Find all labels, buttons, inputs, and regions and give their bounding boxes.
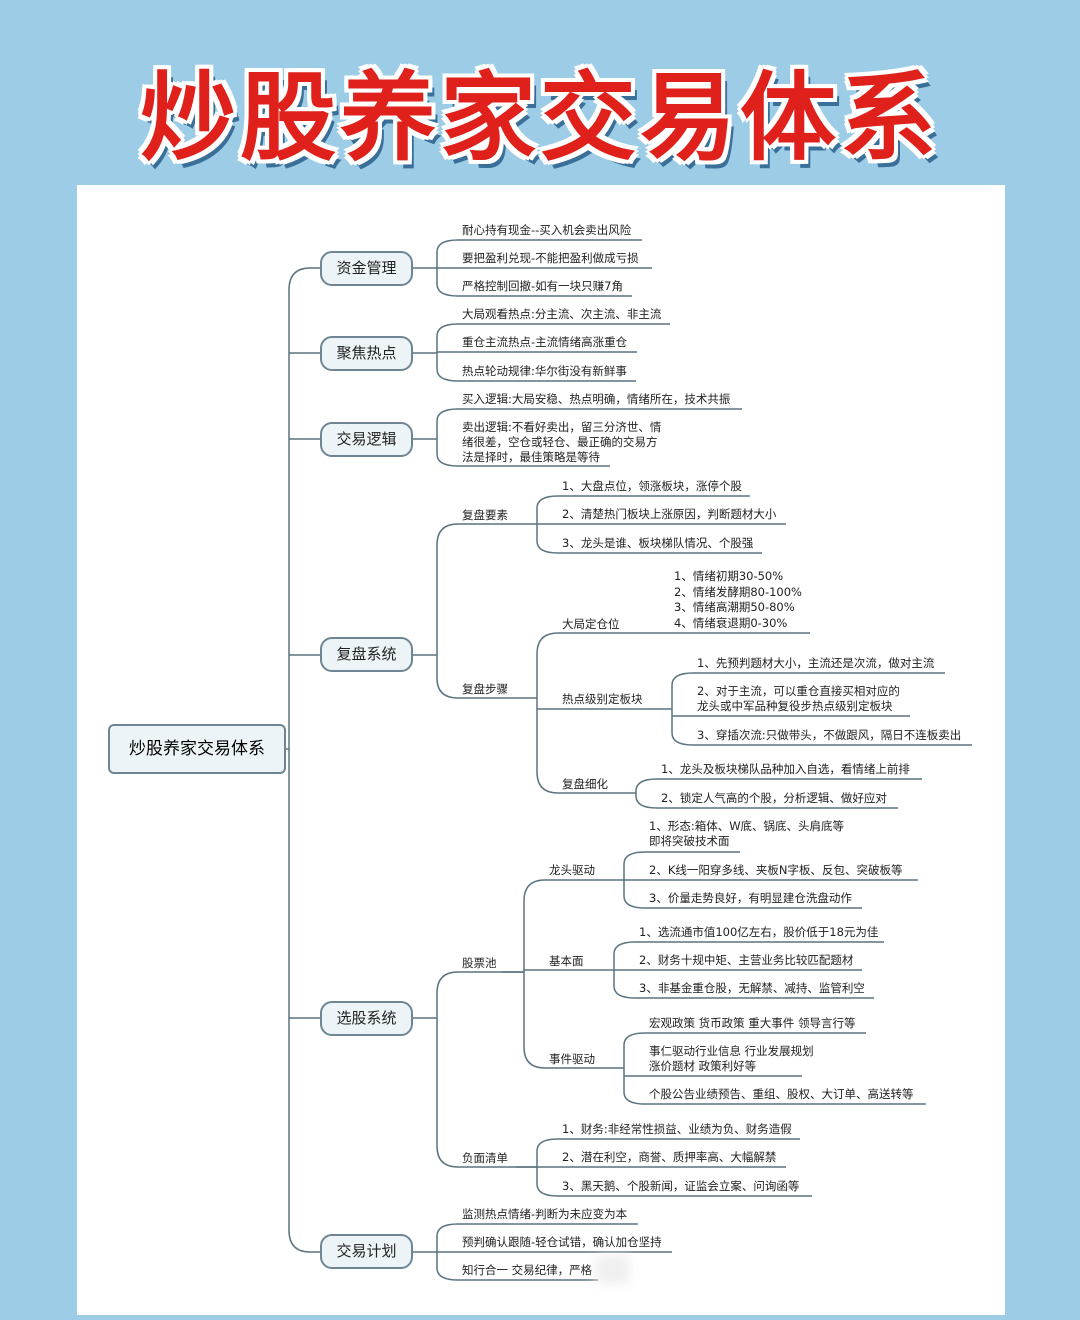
event-item: 事仁驱动行业信息 行业发展规划 — [649, 1044, 814, 1058]
pick-negative: 负面清单 — [462, 1151, 508, 1165]
plan-item: 监测热点情绪-判断为未应变为本 — [462, 1207, 628, 1221]
fundamental-item: 2、财务十规中矩、主营业务比较匹配题材 — [639, 953, 854, 967]
negative-item: 1、财务:非经常性损益、业绩为负、财务造假 — [562, 1122, 792, 1136]
node-funds: 资金管理 — [320, 251, 413, 286]
fundamental-item: 3、非基金重仓股，无解禁、减持、监管利空 — [639, 981, 865, 995]
node-plan: 交易计划 — [320, 1234, 413, 1269]
logic-item: 卖出逻辑:不看好卖出，留三分济世、情 — [462, 420, 662, 434]
hotspot-item: 大局观看热点:分主流、次主流、非主流 — [462, 307, 662, 321]
funds-item: 耐心持有现金--买入机会卖出风险 — [462, 223, 632, 237]
detail-item: 2、锁定人气高的个股，分析逻辑、做好应对 — [661, 791, 887, 805]
pool-event: 事件驱动 — [549, 1052, 595, 1066]
fundamental-item: 1、选流通市值100亿左右，股价低于18元为佳 — [639, 925, 879, 939]
review-detail: 复盘细化 — [562, 777, 608, 791]
blurred-patch — [596, 1256, 630, 1284]
leader-item: 即将突破技术面 — [649, 834, 730, 848]
level-item: 龙头或中军品种复役步热点级别定板块 — [697, 699, 893, 713]
review-elements-item: 2、清楚热门板块上涨原因，判断题材大小 — [562, 507, 777, 521]
node-hotspot: 聚焦热点 — [320, 336, 413, 371]
leader-item: 1、形态:箱体、W底、锅底、头肩底等 — [649, 819, 845, 833]
node-logic: 交易逻辑 — [320, 422, 413, 457]
hotspot-item: 热点轮动规律:华尔街没有新鲜事 — [462, 364, 627, 378]
node-review: 复盘系统 — [320, 637, 413, 672]
pool-fundamental: 基本面 — [549, 954, 584, 968]
leader-item: 2、K线一阳穿多线、夹板N字板、反包、突破板等 — [649, 863, 903, 877]
negative-item: 3、黑天鹅、个股新闻，证监会立案、问询函等 — [562, 1179, 800, 1193]
root-node: 炒股养家交易体系 — [108, 724, 286, 774]
plan-item: 预判确认跟随-轻仓试错，确认加仓坚持 — [462, 1235, 662, 1249]
positioning-item: 2、情绪发酵期80-100% — [674, 585, 802, 599]
main-title: 炒股养家交易体系 — [140, 62, 940, 174]
pool-leader: 龙头驱动 — [549, 863, 595, 877]
event-item: 宏观政策 货币政策 重大事件 领导言行等 — [649, 1016, 856, 1030]
review-elements: 复盘要素 — [462, 508, 508, 522]
review-level: 热点级别定板块 — [562, 692, 643, 706]
pick-pool: 股票池 — [462, 956, 497, 970]
level-item: 1、先预判题材大小，主流还是次流，做对主流 — [697, 656, 935, 670]
logic-item: 法是择时，最佳策略是等待 — [462, 450, 600, 464]
positioning-item: 1、情绪初期30-50% — [674, 569, 784, 583]
node-pick: 选股系统 — [320, 1001, 413, 1036]
level-item: 2、对于主流，可以重仓直接买相对应的 — [697, 684, 900, 698]
review-positioning: 大局定仓位 — [562, 617, 620, 631]
positioning-item: 3、情绪高潮期50-80% — [674, 600, 795, 614]
negative-item: 2、潜在利空，商誉、质押率高、大幅解禁 — [562, 1150, 777, 1164]
logic-item: 绪很差，空仓或轻仓、最正确的交易方 — [462, 435, 658, 449]
funds-item: 要把盈利兑现-不能把盈利做成亏损 — [462, 251, 639, 265]
review-steps: 复盘步骤 — [462, 682, 508, 696]
leader-item: 3、价量走势良好，有明显建仓洗盘动作 — [649, 891, 852, 905]
event-item: 个股公告业绩预告、重组、股权、大订单、高送转等 — [649, 1087, 914, 1101]
positioning-item: 4、情绪衰退期0-30% — [674, 616, 788, 630]
plan-item: 知行合一 交易纪律，严格 — [462, 1263, 593, 1277]
review-elements-item: 3、龙头是谁、板块梯队情况、个股强 — [562, 536, 754, 550]
event-item: 涨价题材 政策利好等 — [649, 1059, 757, 1073]
logic-item: 买入逻辑:大局安稳、热点明确，情绪所在，技术共振 — [462, 392, 731, 406]
level-item: 3、穿插次流:只做带头，不做跟风，隔日不连板卖出 — [697, 728, 962, 742]
funds-item: 严格控制回撤-如有一块只赚7角 — [462, 279, 623, 293]
detail-item: 1、龙头及板块梯队品种加入自选，看情绪上前排 — [661, 762, 910, 776]
hotspot-item: 重仓主流热点-主流情绪高涨重仓 — [462, 335, 628, 349]
review-elements-item: 1、大盘点位，领涨板块，涨停个股 — [562, 479, 742, 493]
